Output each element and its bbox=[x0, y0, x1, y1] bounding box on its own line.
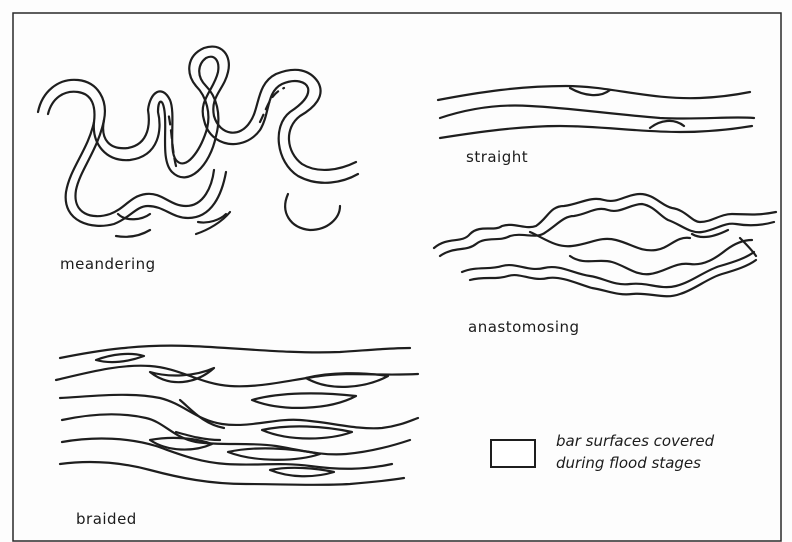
meandering-bar-1 bbox=[118, 214, 150, 219]
meandering-oxbow-2 bbox=[285, 194, 340, 230]
label-straight: straight bbox=[466, 148, 528, 166]
anastomosing-bank-upper-inner bbox=[440, 204, 774, 256]
anastomosing-bank-lower bbox=[462, 252, 754, 287]
braided-bar-5 bbox=[262, 426, 352, 438]
meandering-thalweg bbox=[168, 88, 284, 166]
legend-text: bar surfaces covered during flood stages bbox=[556, 430, 714, 474]
braided-bank-lower bbox=[60, 462, 404, 485]
anastomosing-island-1 bbox=[530, 232, 690, 250]
anastomosing-island-2 bbox=[570, 240, 752, 274]
legend-line-1: bar surfaces covered bbox=[556, 430, 714, 452]
braided-line-2 bbox=[56, 366, 418, 387]
legend-line-2: during flood stages bbox=[556, 452, 714, 474]
braided-bar-8 bbox=[270, 468, 334, 476]
meandering-loop-lower-inner bbox=[66, 122, 226, 226]
straight-bank-upper bbox=[438, 86, 750, 100]
straight-bank-middle bbox=[440, 106, 754, 119]
straight-bank-lower bbox=[440, 126, 752, 138]
meandering-loop-lower bbox=[75, 120, 214, 216]
braided-bar-3 bbox=[252, 393, 356, 408]
meandering-channel bbox=[38, 47, 358, 237]
anastomosing-channel bbox=[434, 194, 776, 296]
braided-bar-9 bbox=[96, 354, 144, 362]
braided-line-4 bbox=[62, 414, 410, 454]
meandering-bank-outer bbox=[38, 47, 356, 170]
straight-channel bbox=[438, 86, 754, 138]
braided-bar-7 bbox=[228, 448, 320, 459]
meandering-oxbow-3 bbox=[116, 230, 150, 237]
braided-channel bbox=[56, 346, 418, 485]
label-anastomosing: anastomosing bbox=[468, 318, 580, 336]
legend-swatch bbox=[491, 440, 535, 467]
braided-bar-4 bbox=[176, 400, 224, 440]
label-meandering: meandering bbox=[60, 255, 156, 273]
label-braided: braided bbox=[76, 510, 137, 528]
straight-bar-2 bbox=[650, 121, 684, 128]
braided-line-3 bbox=[60, 395, 418, 428]
